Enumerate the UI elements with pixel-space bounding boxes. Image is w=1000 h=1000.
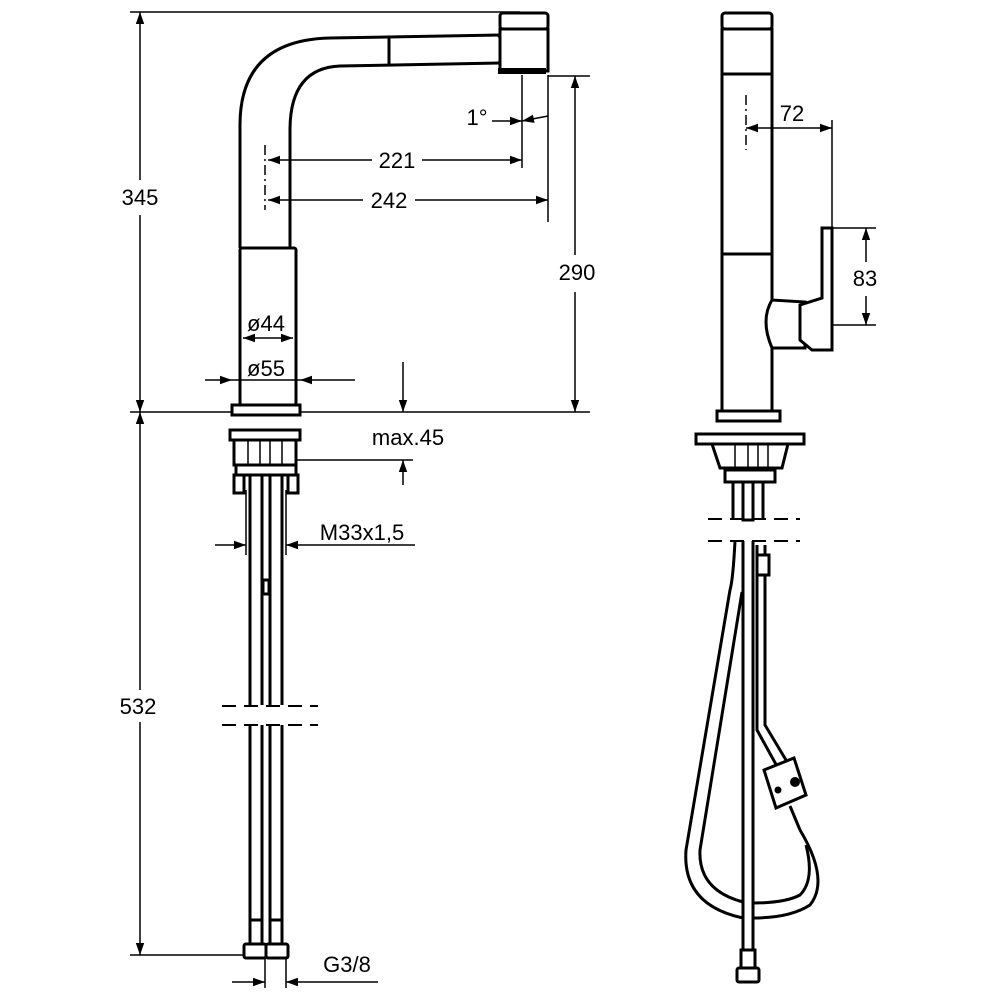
spout-inner <box>288 61 501 248</box>
spray-head-cap <box>498 11 550 31</box>
hose-weight <box>762 756 808 811</box>
spray-head <box>498 27 550 73</box>
spray-head-outlet <box>498 68 546 74</box>
dim-outlet-height: 290 <box>559 260 596 285</box>
dim-below-deck: 532 <box>120 694 157 719</box>
spray-head <box>720 27 774 76</box>
dim-reach-inner: 221 <box>379 148 416 173</box>
mounting-washer <box>234 463 298 477</box>
dim-connection: G3/8 <box>323 952 371 977</box>
dim-lever-offset: 72 <box>780 101 804 126</box>
side-view: 72 83 <box>684 11 877 984</box>
faucet-base <box>230 403 302 417</box>
front-view: 345 532 221 242 1° 290 ø44 ø55 <box>120 11 596 988</box>
spout-outer <box>238 33 501 248</box>
mounting-bolt-left <box>232 473 246 495</box>
dim-body-diameter: ø44 <box>247 311 285 336</box>
hose-connector-left <box>248 918 264 946</box>
dim-lever-height: 83 <box>853 266 877 291</box>
spray-head-cap <box>720 11 774 31</box>
hose-connector-right <box>268 918 284 946</box>
hose-nut-left <box>242 942 268 960</box>
mounting-nut-side <box>709 442 790 470</box>
supply-hoses <box>248 475 284 920</box>
lever-handle <box>798 226 834 352</box>
pull-out-hose <box>684 540 820 984</box>
lever-hub <box>764 298 807 350</box>
hose-nut-right <box>264 942 290 960</box>
dim-thread: M33x1,5 <box>320 520 404 545</box>
spout-side <box>720 72 774 256</box>
dim-reach-outer: 242 <box>371 188 408 213</box>
dim-angle: 1° <box>466 105 487 130</box>
dim-base-diameter: ø55 <box>247 356 285 381</box>
faucet-base-side <box>715 409 782 423</box>
dim-max-deck-thickness: max.45 <box>372 425 444 450</box>
dim-total-height: 345 <box>122 185 159 210</box>
mounting-bolt-right <box>286 473 300 495</box>
faucet-body-side <box>720 252 774 413</box>
mounting-nut <box>232 438 298 467</box>
mounting-washer-side <box>723 468 777 484</box>
